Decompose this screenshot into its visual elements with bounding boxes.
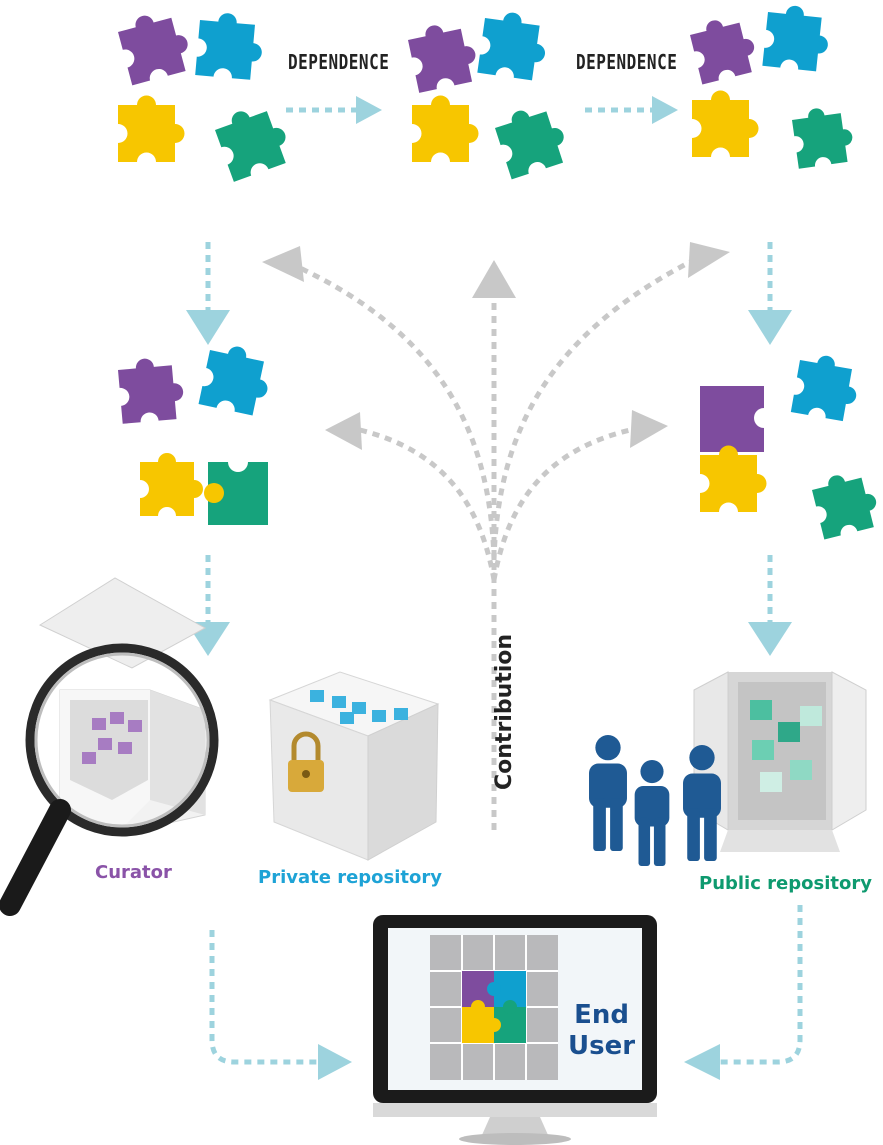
private-repository-label: Private repository (258, 867, 442, 888)
puzzle-piece-icon (790, 103, 856, 169)
contribution-arrows (298, 259, 692, 830)
puzzle-cluster-2 (406, 8, 572, 180)
puzzle-piece-icon (198, 341, 275, 418)
dependence-label-1: DEPENDENCE (288, 50, 390, 74)
puzzle-piece-icon (477, 8, 551, 82)
contribution-label: Contribution (492, 633, 517, 790)
arrow-to-end-user-right (684, 905, 803, 1080)
puzzle-cluster-3 (687, 3, 856, 169)
puzzle-piece-icon (412, 95, 479, 162)
puzzle-piece-icon (115, 6, 195, 86)
puzzle-cluster-1 (115, 6, 295, 182)
puzzle-piece-icon (700, 445, 767, 512)
puzzle-piece-icon (790, 351, 863, 423)
public-repository-box (693, 671, 867, 852)
end-user-line1: End (574, 1000, 629, 1030)
puzzle-piece-icon (82, 712, 142, 764)
padlock-icon (288, 731, 324, 792)
puzzle-piece-icon (492, 99, 572, 180)
puzzle-piece-icon (692, 90, 759, 157)
private-repository-box (268, 671, 440, 861)
puzzle-piece-icon (140, 453, 203, 516)
puzzle-piece-icon (687, 12, 761, 85)
puzzle-piece-icon (762, 3, 832, 73)
puzzle-piece-icon (211, 99, 295, 182)
down-arrow-left-top (186, 242, 230, 345)
end-user-label: End User (568, 1000, 635, 1062)
puzzle-piece-icon (310, 690, 408, 724)
dependence-arrow-2 (585, 96, 678, 124)
down-arrow-right-top (748, 242, 792, 345)
puzzle-cluster-right-mid (700, 351, 883, 540)
puzzle-piece-icon (809, 467, 883, 540)
magnifying-glass-icon (0, 643, 219, 916)
curator-label: Curator (95, 862, 172, 883)
curator-box (38, 577, 207, 836)
puzzle-piece-icon (195, 10, 265, 81)
puzzle-cluster-left-mid (117, 341, 275, 525)
puzzle-piece-icon (406, 18, 481, 93)
person-icon (634, 760, 670, 866)
person-icon (589, 735, 627, 851)
public-users (589, 735, 721, 866)
public-repository-label: Public repository (699, 873, 872, 894)
contribution-arrowheads (262, 242, 730, 450)
down-arrow-left-bottom (186, 555, 230, 656)
end-user-line2: User (568, 1031, 636, 1061)
puzzle-piece-icon (700, 386, 764, 452)
puzzle-piece-icon (117, 355, 186, 424)
dependence-label-2: DEPENDENCE (576, 50, 678, 74)
puzzle-piece-icon (118, 95, 185, 162)
dependence-arrow-1 (286, 96, 382, 124)
arrow-to-end-user-left (209, 930, 352, 1080)
puzzle-piece-icon (750, 700, 822, 792)
end-user-puzzle-grid (430, 935, 558, 1080)
down-arrow-right-bottom (748, 555, 792, 656)
